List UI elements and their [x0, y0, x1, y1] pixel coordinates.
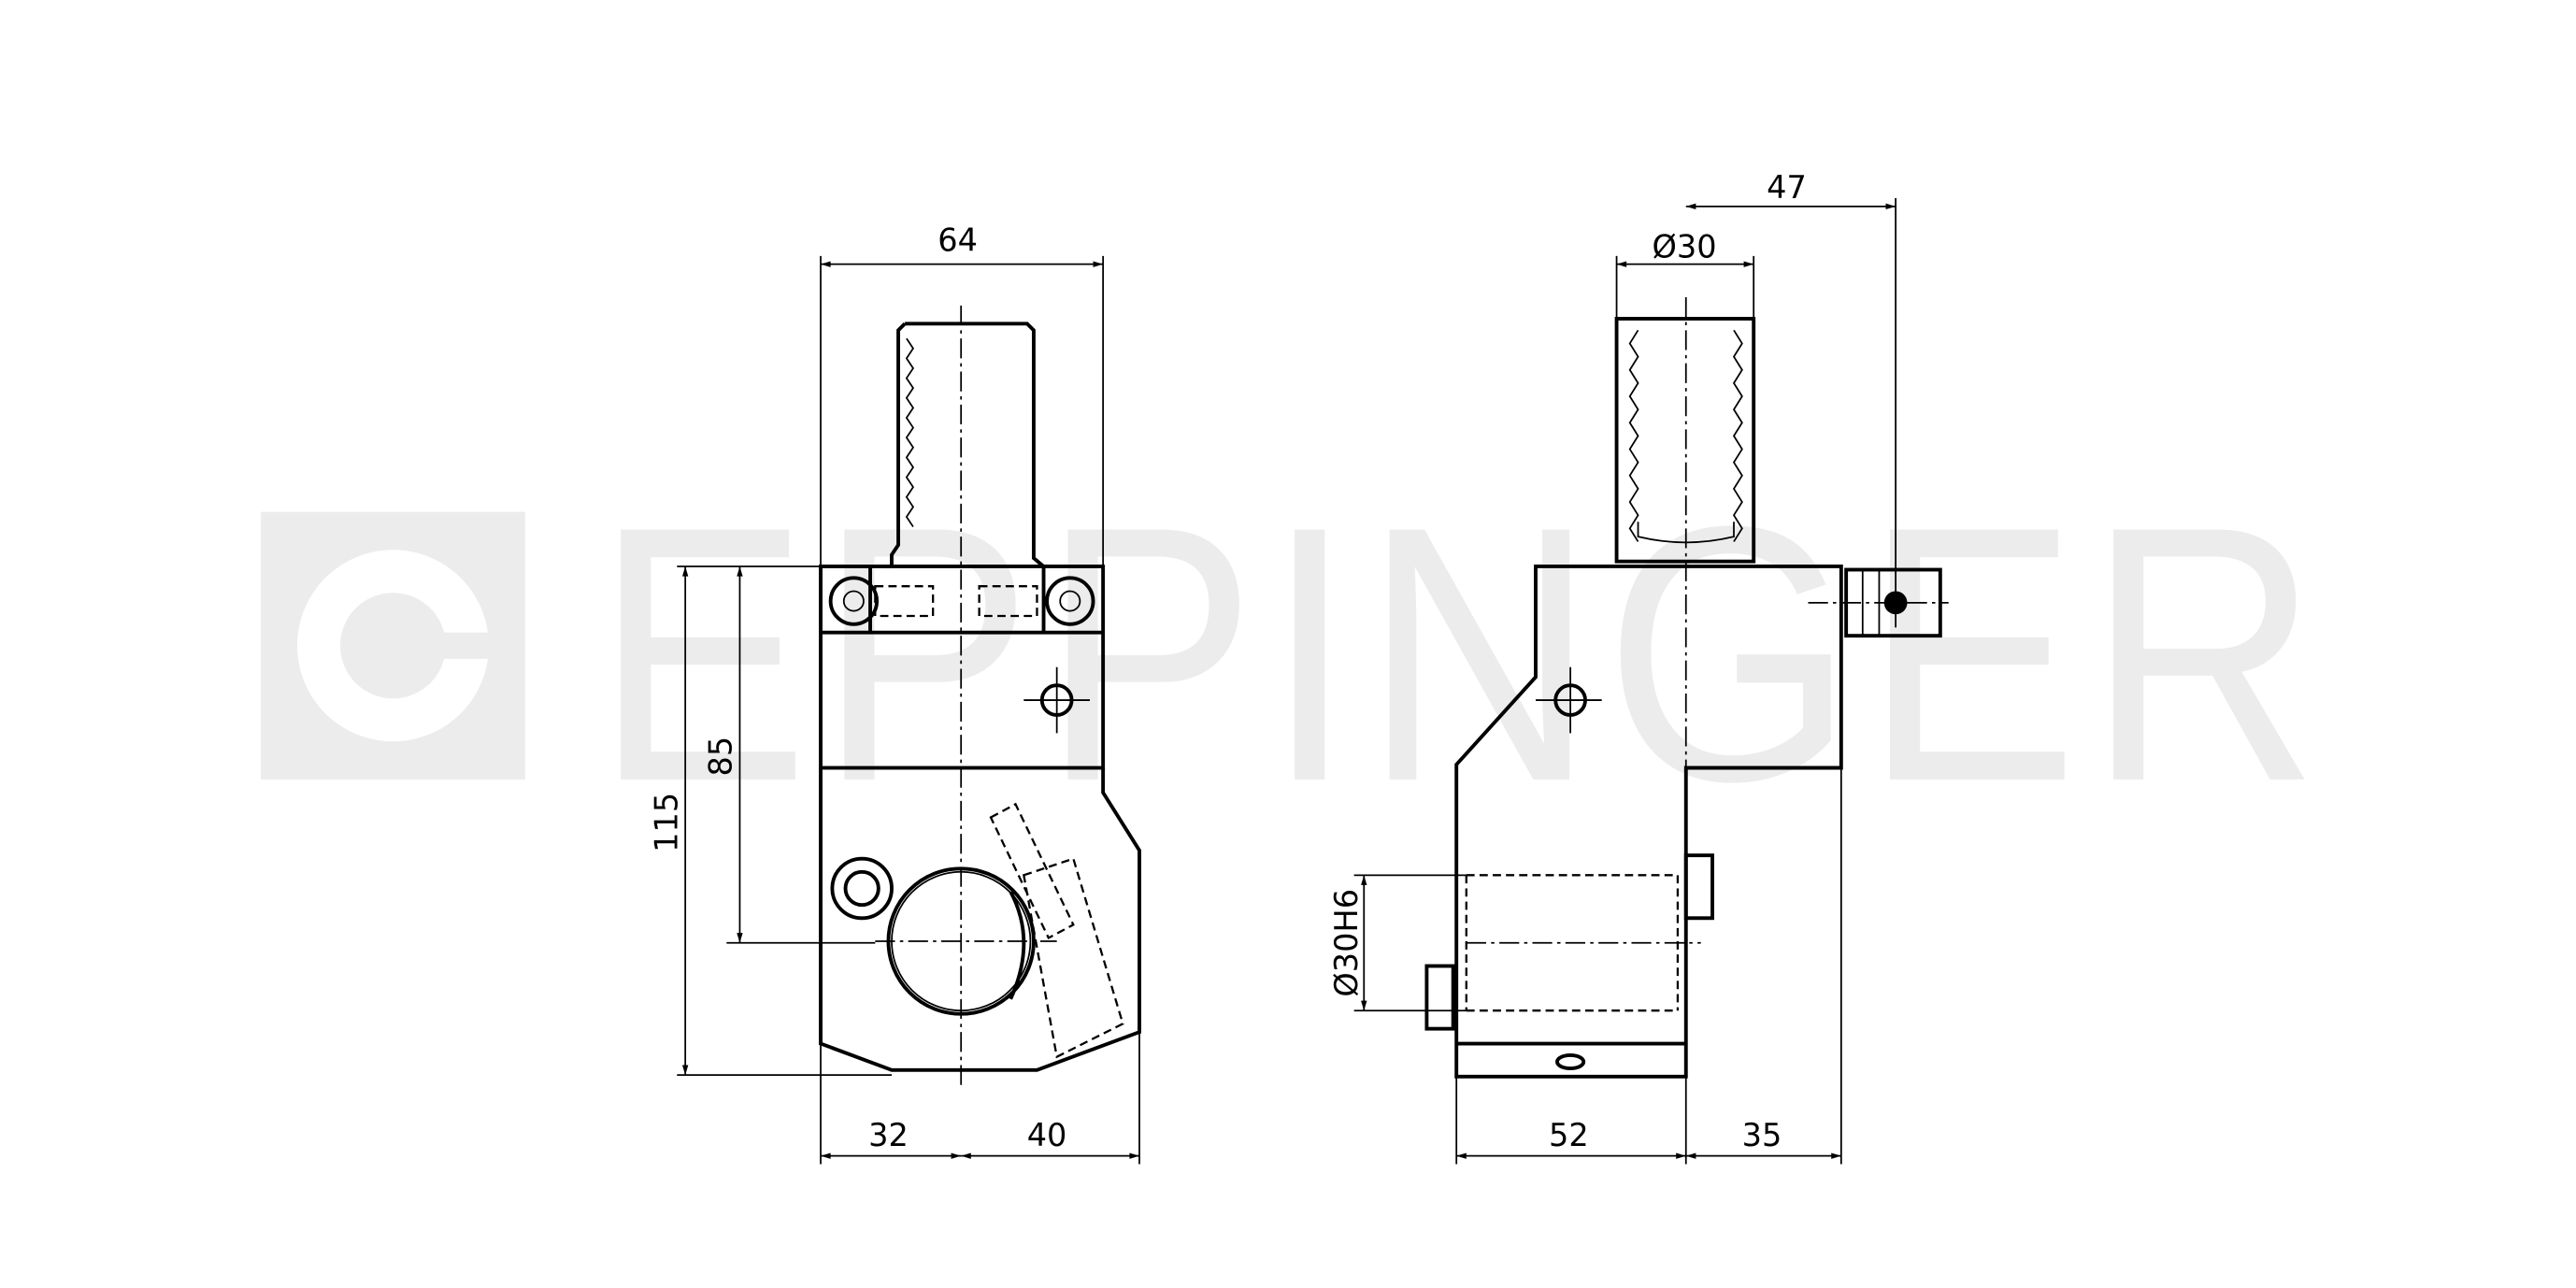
dim-40: 40	[1027, 1117, 1067, 1153]
dim-35: 35	[1742, 1117, 1782, 1153]
dim-52: 52	[1549, 1117, 1589, 1153]
dim-32: 32	[868, 1117, 909, 1153]
dim-d30: Ø30	[1652, 229, 1716, 265]
dimensions: 64 115 85 32 40 47 Ø30 Ø30H6 52 35	[648, 169, 1897, 1165]
dim-115: 115	[648, 793, 684, 852]
eppinger-watermark-logo: EPPINGER	[261, 451, 2328, 857]
dim-d30h6: Ø30H6	[1328, 889, 1365, 997]
dim-85: 85	[703, 737, 739, 777]
front-view	[819, 305, 1141, 1090]
dim-64: 64	[937, 222, 978, 259]
watermark-text: EPPINGER	[594, 451, 2328, 857]
dim-47: 47	[1767, 169, 1807, 206]
